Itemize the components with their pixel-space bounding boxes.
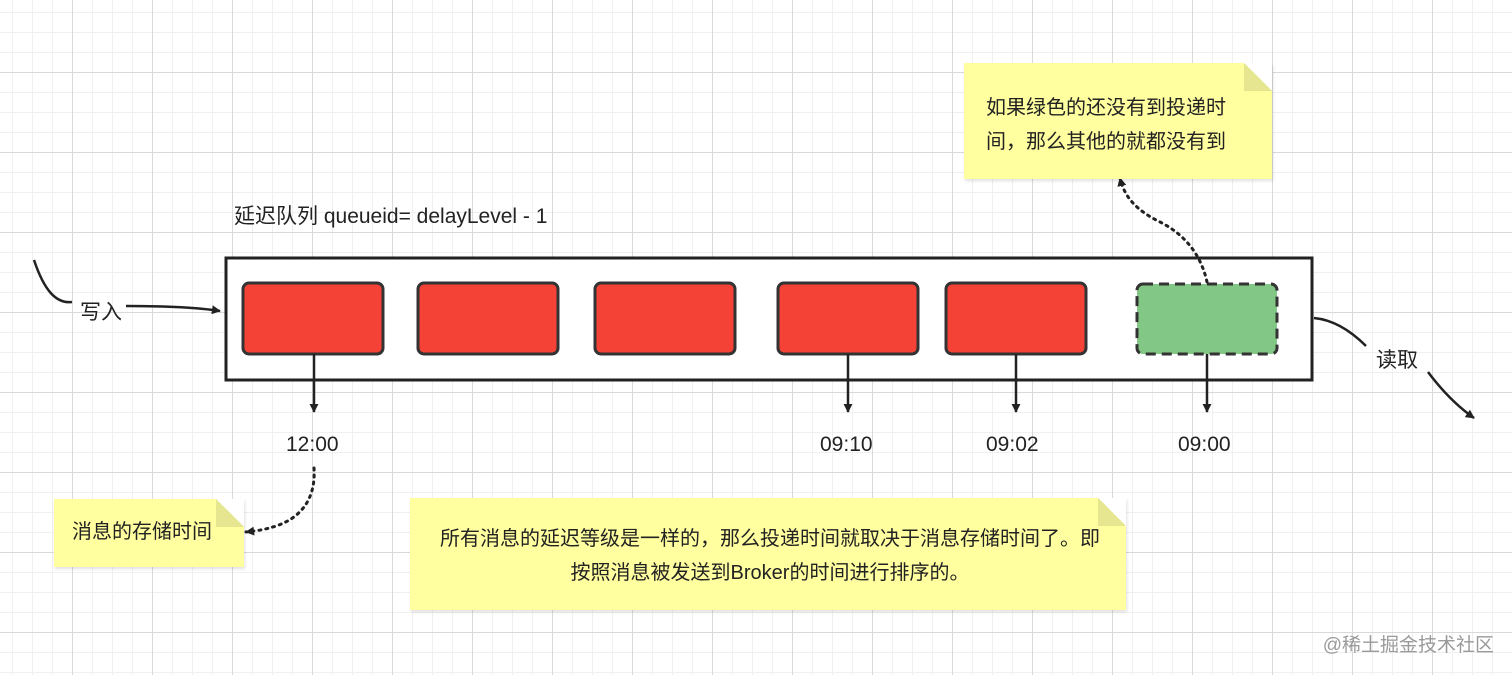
message-block-3 xyxy=(593,281,737,356)
watermark: @稀土掘金技术社区 xyxy=(1322,635,1494,656)
note-ordering-explanation: 所有消息的延迟等级是一样的，那么投递时间就取决于消息存储时间了。即按照消息被发送… xyxy=(410,498,1126,610)
message-block-2 xyxy=(416,281,560,356)
message-block-1 xyxy=(241,281,385,356)
message-block-next xyxy=(1135,282,1279,356)
time-label-1: 12:00 xyxy=(286,433,339,456)
green-note-connector xyxy=(1117,176,1209,284)
note-green-explanation: 如果绿色的还没有到投递时间，那么其他的就都没有到 xyxy=(964,63,1272,179)
read-label: 读取 xyxy=(1376,349,1418,372)
note-storage-time: 消息的存储时间 xyxy=(54,499,244,567)
storage-note-connector xyxy=(244,466,316,536)
write-arrow-head xyxy=(125,304,221,315)
message-block-5 xyxy=(944,281,1088,356)
time-label-2: 09:10 xyxy=(820,433,873,456)
message-block-4 xyxy=(776,281,920,356)
read-arrow-head xyxy=(1427,371,1475,420)
note-storage-text: 消息的存储时间 xyxy=(72,521,212,543)
queue-label: 延迟队列 queueid= delayLevel - 1 xyxy=(234,205,548,228)
write-label: 写入 xyxy=(80,301,122,324)
time-label-4: 09:00 xyxy=(1178,433,1231,456)
write-arrow xyxy=(32,259,73,304)
time-label-3: 09:02 xyxy=(986,433,1039,456)
read-arrow xyxy=(1313,316,1367,347)
queue-container xyxy=(224,256,1314,382)
note-ordering-text: 所有消息的延迟等级是一样的，那么投递时间就取决于消息存储时间了。即按照消息被发送… xyxy=(440,528,1100,584)
note-green-text: 如果绿色的还没有到投递时间，那么其他的就都没有到 xyxy=(986,97,1226,153)
